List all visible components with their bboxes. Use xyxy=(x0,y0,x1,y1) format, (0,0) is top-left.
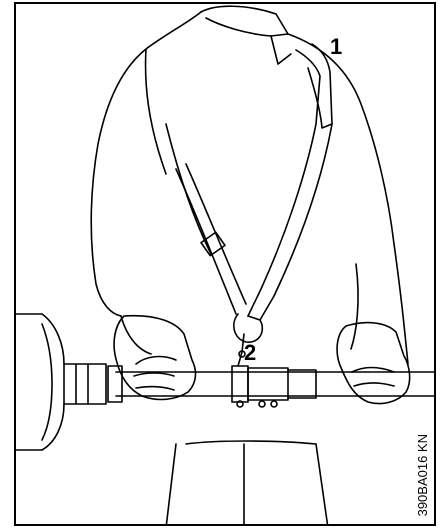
callout-2: 2 xyxy=(244,342,256,364)
figure-frame: 1 2 390BA016 KN xyxy=(14,2,436,526)
engine-housing xyxy=(16,314,106,450)
callout-1: 1 xyxy=(330,36,342,58)
left-hand xyxy=(114,316,195,400)
harness-illustration xyxy=(16,4,436,526)
figure-code: 390BA016 KN xyxy=(415,434,430,516)
right-hand xyxy=(337,323,410,404)
harness-strap xyxy=(176,44,332,320)
operator-torso xyxy=(91,6,408,526)
